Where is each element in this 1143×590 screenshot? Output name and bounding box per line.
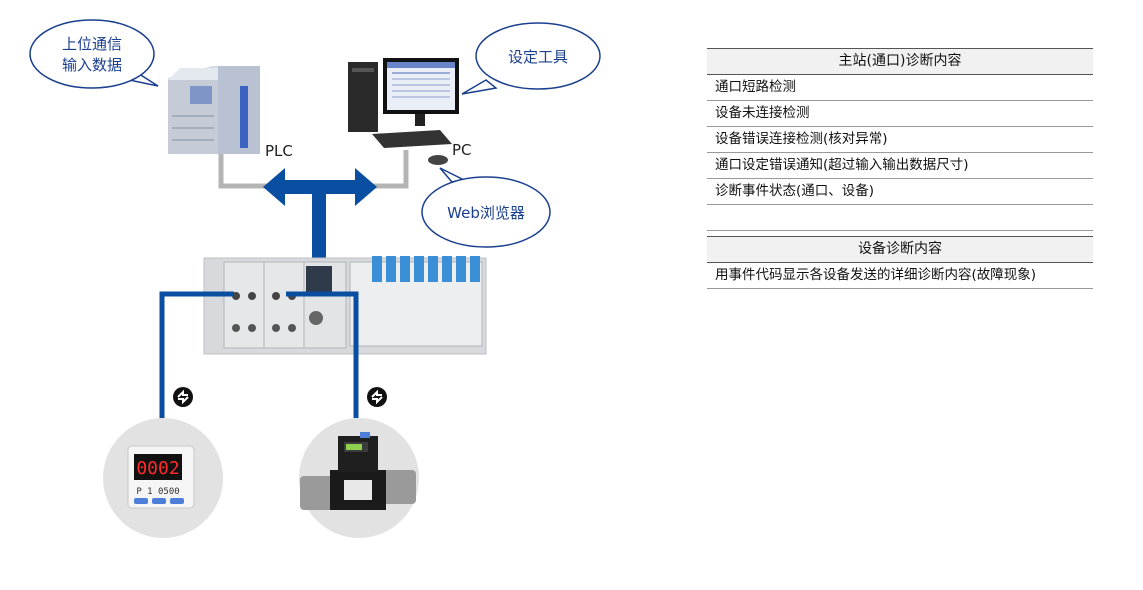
device-diagnostics-header: 设备诊断内容 [707,236,1093,263]
callout-plc-io-line2: 输入数据 [62,56,122,74]
plc-connection-line [218,152,268,189]
port-diagnostics-item: 设备未连接检测 [707,101,1093,127]
port-diagnostics-panel: 主站(通口)诊断内容 通口短路检测 设备未连接检测 设备错误连接检测(核对异常)… [707,48,1093,231]
io-link-icon [367,387,387,407]
io-link-cable-right [286,291,359,418]
port-diagnostics-header: 主站(通口)诊断内容 [707,48,1093,75]
io-link-cable-left [159,291,234,418]
plc-label: PLC [265,142,293,160]
device-diagnostics-item: 用事件代码显示各设备发送的详细诊断内容(故障现象) [707,263,1093,289]
flow-sensor-device [299,418,419,538]
io-link-icon [173,387,193,407]
pc-connection-line [372,150,409,189]
callout-web-browser-text: Web浏览器 [447,204,525,222]
callout-setting-tool-text: 设定工具 [508,48,568,66]
io-link-master-unit [203,256,487,355]
device-diagnostics-panel: 设备诊断内容 用事件代码显示各设备发送的详细诊断内容(故障现象) [707,236,1093,289]
port-diagnostics-item: 诊断事件状态(通口、设备) [707,179,1093,205]
system-diagram: 上位通信 输入数据 设定工具 Web浏览器 PLC PC [29,19,601,538]
port-diagnostics-item: 通口设定错误通知(超过输入输出数据尺寸) [707,153,1093,179]
pressure-sensor-device: 0002 P 1 0500 [103,418,223,538]
port-diagnostics-spacer [707,205,1093,231]
callout-plc-io: 上位通信 输入数据 [29,19,159,89]
callout-plc-io-line1: 上位通信 [62,35,122,53]
sensor-readout: 0002 [136,458,179,479]
plc-device [168,66,260,154]
pc-device [348,58,459,165]
callout-setting-tool: 设定工具 [461,22,601,95]
port-diagnostics-item: 设备错误连接检测(核对异常) [707,127,1093,153]
communication-arrow [263,168,377,259]
callout-web-browser: Web浏览器 [421,167,551,248]
port-diagnostics-item: 通口短路检测 [707,75,1093,101]
pc-label: PC [452,141,472,159]
sensor-sub-readout: P 1 0500 [136,487,179,497]
